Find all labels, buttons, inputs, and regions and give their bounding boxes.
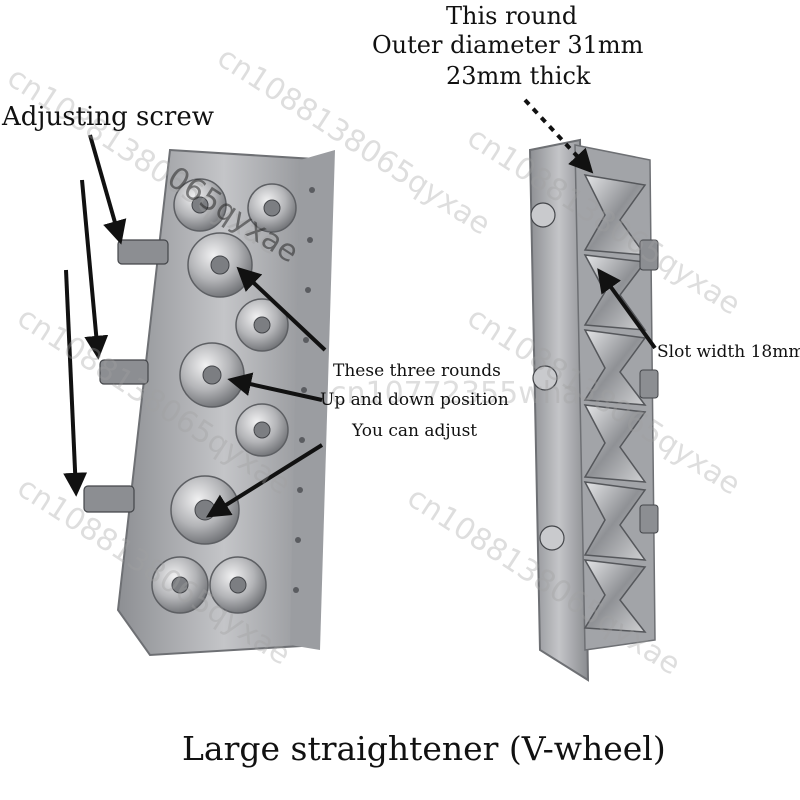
caption: Large straightener (V-wheel) <box>182 729 666 768</box>
left-straightener <box>83 148 335 657</box>
three-rounds-label-line2: Up and down position <box>320 390 509 410</box>
three-rounds-label-line3: You can adjust <box>352 421 478 441</box>
round-label-line1: This round <box>446 2 578 30</box>
three-rounds-label-line1: These three rounds <box>333 361 501 381</box>
adjusting-screw-label: Adjusting screw <box>2 102 214 132</box>
slot-width-label: Slot width 18mm <box>657 342 800 362</box>
round-label-line2: Outer diameter 31mm <box>372 31 644 59</box>
round-label-line3: 23mm thick <box>446 62 591 90</box>
right-straightener <box>528 138 659 682</box>
watermark-text: cn10772355wha <box>330 376 581 411</box>
annotation-arrows <box>63 98 657 518</box>
